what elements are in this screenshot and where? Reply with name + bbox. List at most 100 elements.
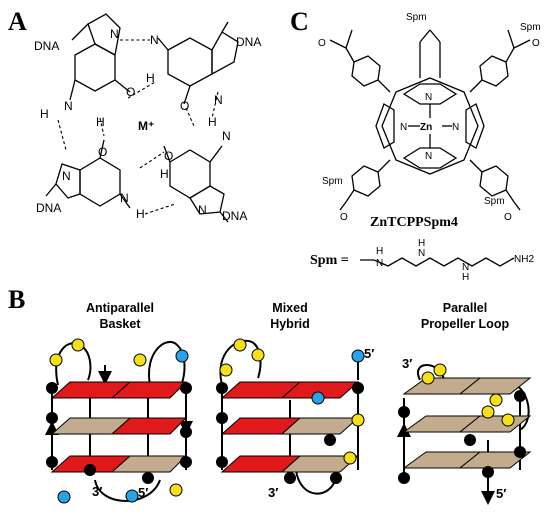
loop-nucleotide-yellow	[481, 405, 495, 419]
loop-nucleotide-yellow	[49, 353, 63, 367]
loop-nucleotide-blue	[351, 349, 365, 363]
aryl-arm-bottom-left	[339, 159, 391, 211]
loop-nucleotide-yellow	[489, 393, 503, 407]
dna-label: DNA	[236, 35, 261, 49]
carbonyl-top-arms	[419, 29, 441, 78]
strand-end-label: 3′	[92, 484, 102, 499]
panel-a: A	[8, 7, 261, 223]
backbone-node	[180, 382, 192, 394]
guanine-bottom-left	[45, 139, 131, 209]
loop-nucleotide-yellow	[433, 363, 447, 377]
atom-h: H	[96, 115, 105, 129]
atom-n: N	[64, 99, 73, 113]
loop-nucleotide-yellow	[351, 413, 365, 427]
topology-subtitle-hybrid: Hybrid	[270, 317, 310, 331]
backbone-node	[180, 426, 192, 438]
backbone-node	[46, 412, 58, 424]
backbone-node	[216, 456, 228, 468]
topology-title-propeller: Parallel	[443, 301, 487, 315]
porphyrin-core	[375, 77, 485, 175]
atom-n: N	[376, 258, 383, 269]
spm-definition-label: Spm =	[310, 253, 349, 268]
atom-n: N	[462, 262, 469, 273]
atom-n: N	[62, 169, 71, 183]
atom-n: N	[150, 33, 159, 47]
atom-o: O	[340, 212, 348, 223]
spm-label: Spm	[520, 22, 541, 33]
backbone-node	[514, 446, 526, 458]
atom-o: O	[504, 212, 512, 223]
guanine-top-right	[157, 21, 239, 105]
quartet-tile-red	[110, 381, 188, 399]
backbone-node	[514, 390, 526, 402]
atom-n: N	[425, 151, 432, 162]
panel-c-letter: C	[290, 7, 309, 36]
dna-label: DNA	[222, 209, 247, 223]
atom-n: N	[198, 203, 207, 217]
atom-n: N	[110, 27, 119, 41]
hydrogen-bonds	[57, 39, 219, 215]
propeller-quadruplex: 3′ 5′	[397, 356, 532, 505]
backbone-node	[284, 472, 296, 484]
loop-nucleotide-yellow	[219, 363, 233, 377]
strand-end-label: 5′	[496, 486, 506, 501]
atom-h: H	[462, 272, 469, 283]
loop-nucleotide-yellow	[343, 451, 357, 465]
metal-ion-label: M⁺	[138, 119, 154, 133]
loop-nucleotide-blue	[175, 349, 189, 363]
loop-nucleotide-blue	[125, 489, 139, 503]
backbone-node	[142, 472, 154, 484]
backbone-node	[216, 382, 228, 394]
backbone-node	[330, 472, 342, 484]
backbone-node	[398, 472, 410, 484]
quartet-tile-red	[280, 381, 360, 399]
atom-h: H	[208, 115, 217, 129]
atom-o: O	[318, 38, 326, 49]
atom-n: N	[222, 129, 231, 143]
loop-nucleotide-yellow	[133, 353, 147, 367]
atom-n: N	[452, 122, 459, 133]
atom-o: O	[164, 149, 173, 163]
strand-end-label: 3′	[268, 485, 278, 500]
atom-n: N	[400, 122, 407, 133]
backbone-node	[398, 406, 410, 418]
quartet-tile-tan	[280, 417, 360, 435]
dna-label: DNA	[34, 39, 59, 53]
atom-o: O	[98, 145, 107, 159]
hybrid-quadruplex: 5′ 3′	[216, 338, 374, 500]
loop-nucleotide-blue	[311, 391, 325, 405]
atom-o: O	[180, 99, 189, 113]
loop-nucleotide-yellow	[501, 413, 515, 427]
backbone-node	[84, 464, 96, 476]
backbone-node	[216, 412, 228, 424]
backbone-node	[46, 382, 58, 394]
atom-n: N	[425, 92, 432, 103]
backbone-node	[464, 434, 476, 446]
backbone-node	[180, 456, 192, 468]
quartet-tile-tan	[110, 455, 188, 473]
panel-b: B Antiparallel Basket Mixed Hybrid Paral…	[8, 285, 532, 505]
strand-end-label: 5′	[364, 346, 374, 361]
spm-label: Spm	[484, 196, 505, 207]
backbone-node	[46, 456, 58, 468]
quartet-tile-red	[110, 417, 188, 435]
quartet-tile-tan	[280, 455, 360, 473]
topology-title-hybrid: Mixed	[272, 301, 307, 315]
backbone-node	[482, 466, 494, 478]
panel-c: C N N N N Zn	[290, 7, 541, 283]
strand-end-label: 3′	[402, 356, 412, 371]
atom-h: H	[136, 207, 145, 221]
topology-subtitle-basket: Basket	[100, 317, 142, 331]
panel-b-letter: B	[8, 285, 25, 314]
loop-nucleotide-yellow	[251, 348, 265, 362]
atom-n: N	[418, 248, 425, 259]
atom-h: H	[40, 107, 49, 121]
guanine-top-left	[69, 13, 131, 101]
topology-subtitle-propeller: Propeller Loop	[421, 317, 510, 331]
atom-n: N	[120, 191, 129, 205]
quartet-tile-tan	[458, 451, 532, 469]
terminal-amine: NH2	[514, 254, 534, 265]
guanine-bottom-right	[163, 145, 229, 223]
loop-nucleotide-yellow	[169, 483, 183, 497]
backbone-node	[352, 382, 364, 394]
